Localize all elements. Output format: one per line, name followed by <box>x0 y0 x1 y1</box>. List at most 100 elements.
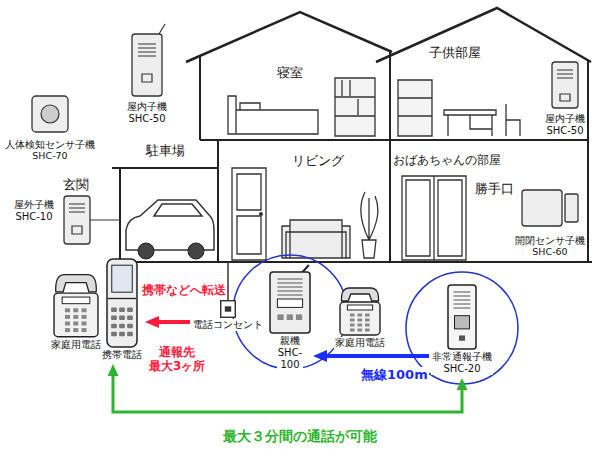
room-label: 通報先 最大3ヶ所 <box>148 345 206 374</box>
phone-display <box>62 297 90 304</box>
device-icon <box>339 286 381 336</box>
phone-key <box>350 329 355 332</box>
phone-key <box>73 315 78 319</box>
outlet-slot <box>225 306 231 311</box>
phone-key <box>350 324 355 327</box>
room-label: 勝手口 <box>474 181 515 197</box>
car <box>126 200 214 250</box>
device-icon <box>53 272 99 338</box>
room-label: おばあちゃんの部屋 <box>392 153 502 167</box>
device-label: 携帯電話 <box>101 349 143 361</box>
alarm-grille <box>454 292 471 293</box>
motion-sensor-icon <box>32 96 68 132</box>
base-grille <box>277 283 302 284</box>
phone-display <box>347 305 372 310</box>
label-anchor: 屋内子機 SHC-50 <box>544 112 586 137</box>
label-anchor: 子供部屋 <box>428 44 482 61</box>
outdoor-unit-icon <box>64 196 90 244</box>
edge-label-anchor: 無線100m <box>360 366 429 383</box>
phone-key <box>365 329 370 332</box>
indoor-unit-icon <box>132 34 162 96</box>
phone-line <box>227 262 229 300</box>
phone-key <box>82 322 87 326</box>
connector-arrow <box>327 354 429 358</box>
base-grille <box>277 295 302 296</box>
phone-key <box>65 308 70 312</box>
phone-key <box>73 308 78 312</box>
phone-body <box>54 293 98 337</box>
edge-label: 携帯などへ転送 <box>141 284 227 298</box>
base-button <box>277 314 283 320</box>
kids-shelf <box>398 80 432 136</box>
phone-key <box>357 324 362 327</box>
alarm-lamp <box>459 335 465 340</box>
mobile-key <box>119 316 125 321</box>
indoor-unit-icon <box>552 62 578 108</box>
label-anchor: 寝室 <box>276 64 304 81</box>
phone-body <box>340 302 380 335</box>
room-label: 開閉センサ子機 SHC-60 <box>514 235 586 258</box>
mobile-key <box>119 324 125 329</box>
door-sensor-icon <box>522 190 562 226</box>
device-icon <box>269 264 311 334</box>
device-label: 電話コンセント <box>192 319 264 331</box>
room-label: 駐車場 <box>145 143 186 159</box>
mobile-key <box>111 324 117 329</box>
alarm-grille <box>454 304 471 305</box>
room-label: 屋内子機 SHC-50 <box>544 113 586 137</box>
label-anchor: リビング <box>291 152 345 169</box>
device-icon <box>106 258 138 348</box>
device-box: 親機 SHC-100 <box>269 264 311 371</box>
base-body <box>270 272 310 333</box>
mobile-key <box>127 324 133 329</box>
phone-key <box>73 328 78 332</box>
phone-key <box>350 319 355 322</box>
room-label: 屋外子機 SHC-10 <box>13 199 55 223</box>
base-grille <box>277 291 302 292</box>
living-door <box>232 168 266 260</box>
device-icon <box>447 284 477 350</box>
label-anchor: 玄関 <box>62 176 90 193</box>
phone-key <box>82 308 87 312</box>
alarm-grille <box>454 300 471 301</box>
phone-key <box>365 319 370 322</box>
label-anchor: 通報先 最大3ヶ所 <box>148 344 206 374</box>
phone-key <box>65 322 70 326</box>
label-anchor: 勝手口 <box>474 180 515 197</box>
edge-label: 無線100m <box>360 367 429 383</box>
phone-key <box>357 329 362 332</box>
phone-key <box>357 314 362 317</box>
device-box: 非常通報子機 SHC-20 <box>431 284 493 375</box>
room-label: 寝室 <box>276 65 304 81</box>
car-wheel <box>188 243 204 259</box>
phone-key <box>350 314 355 317</box>
mobile-hinge <box>108 298 136 299</box>
mobile-key <box>127 332 133 337</box>
room-label: 屋内子機 SHC-50 <box>126 101 168 125</box>
device-box: 家庭用電話 <box>334 286 386 349</box>
device-box: 家庭用電話 <box>50 272 102 351</box>
device-label: 親機 SHC-100 <box>277 335 303 371</box>
motion-sensor-lens <box>41 105 59 123</box>
indoor-unit-detail <box>138 24 165 82</box>
mobile-body <box>107 259 137 347</box>
phone-handset <box>341 288 378 301</box>
roof-line <box>186 8 591 62</box>
mobile-key <box>127 316 133 321</box>
edge-label-anchor: 最大３分間の通話が可能 <box>222 427 378 445</box>
device-label: 家庭用電話 <box>50 339 102 351</box>
label-anchor: おばあちゃんの部屋 <box>392 152 502 167</box>
device-box: 携帯電話 <box>101 258 143 361</box>
device-label: 非常通報子機 SHC-20 <box>431 351 493 375</box>
sliding-door <box>402 176 466 260</box>
phone-key <box>65 315 70 319</box>
base-grille <box>277 279 302 280</box>
bookshelf <box>335 78 375 136</box>
base-display <box>277 299 302 307</box>
mobile-screen <box>112 265 132 292</box>
mobile-key <box>119 332 125 337</box>
device-label: 家庭用電話 <box>334 337 386 349</box>
mobile-key <box>127 308 133 313</box>
